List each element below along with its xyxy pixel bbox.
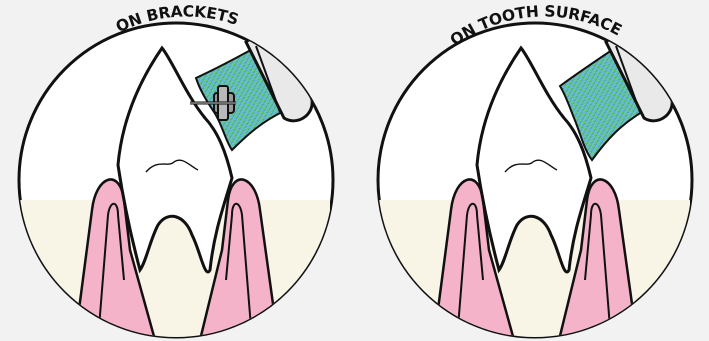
bone [378,200,690,340]
bone [20,200,330,340]
panel-on-tooth-surface: ON TOOTH SURFACE [378,2,692,340]
panel-on-brackets: ON BRACKETS [19,2,333,340]
